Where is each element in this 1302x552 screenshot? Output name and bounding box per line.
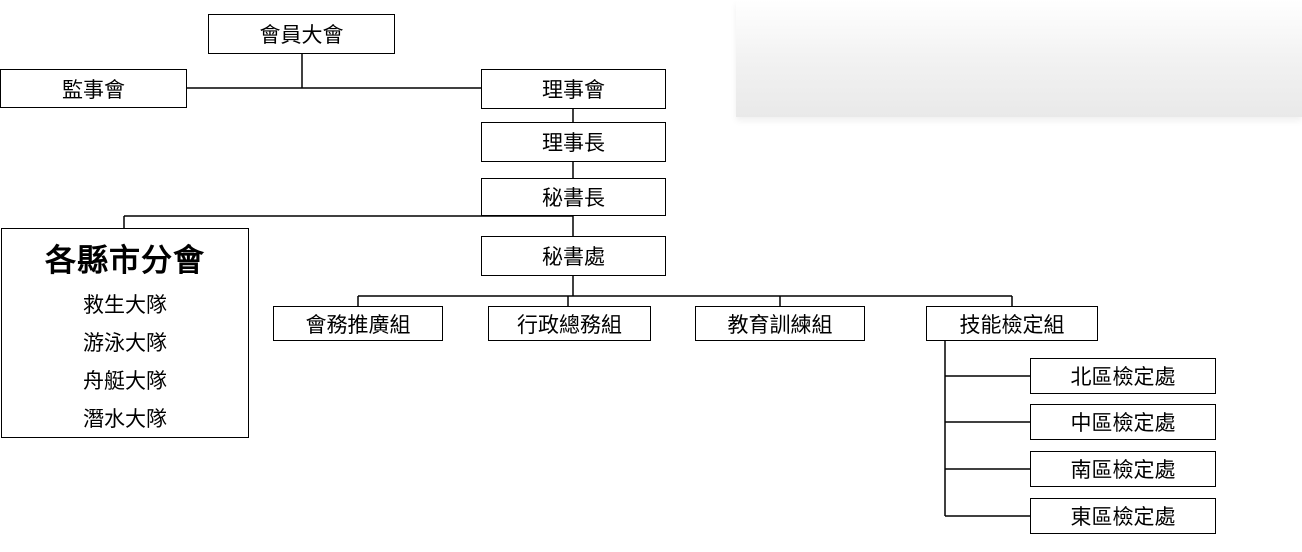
test-center-south-label: 南區檢定處 bbox=[1070, 458, 1176, 482]
test-center-east-box: 東區檢定處 bbox=[1030, 498, 1216, 534]
supervisors-label: 監事會 bbox=[62, 77, 125, 102]
branches-title: 各縣市分會 bbox=[45, 243, 205, 279]
test-center-north-box: 北區檢定處 bbox=[1030, 358, 1216, 394]
test-center-central-box: 中區檢定處 bbox=[1030, 404, 1216, 440]
test-center-central-label: 中區檢定處 bbox=[1070, 411, 1176, 435]
group-testing-label: 技能檢定組 bbox=[959, 312, 1065, 337]
general-assembly-box: 會員大會 bbox=[208, 14, 395, 54]
test-center-north-label: 北區檢定處 bbox=[1070, 365, 1176, 389]
general-assembly-label: 會員大會 bbox=[259, 23, 344, 47]
team-boating: 舟艇大隊 bbox=[83, 369, 167, 393]
secretary-general-box: 秘書長 bbox=[481, 178, 666, 216]
team-rescue: 救生大隊 bbox=[83, 293, 167, 317]
chairman-label: 理事長 bbox=[542, 131, 605, 155]
chairman-box: 理事長 bbox=[481, 122, 666, 162]
test-center-east-label: 東區檢定處 bbox=[1070, 505, 1176, 529]
group-training-label: 教育訓練組 bbox=[727, 312, 833, 337]
group-admin-label: 行政總務組 bbox=[517, 312, 622, 337]
branches-box: 各縣市分會 救生大隊 游泳大隊 舟艇大隊 潛水大隊 bbox=[1, 228, 249, 438]
secretariat-label: 秘書處 bbox=[542, 245, 605, 269]
team-diving: 潛水大隊 bbox=[83, 407, 167, 431]
secretariat-box: 秘書處 bbox=[481, 236, 666, 276]
group-training-box: 教育訓練組 bbox=[695, 306, 865, 341]
secretary-general-label: 秘書長 bbox=[542, 186, 605, 210]
background-panel bbox=[736, 0, 1302, 117]
group-promotion-label: 會務推廣組 bbox=[305, 312, 411, 337]
group-testing-box: 技能檢定組 bbox=[926, 306, 1098, 341]
group-admin-box: 行政總務組 bbox=[488, 306, 651, 341]
board-box: 理事會 bbox=[481, 69, 666, 109]
group-promotion-box: 會務推廣組 bbox=[273, 306, 443, 341]
supervisors-box: 監事會 bbox=[0, 69, 187, 108]
board-label: 理事會 bbox=[542, 78, 605, 102]
team-swimming: 游泳大隊 bbox=[83, 331, 167, 355]
test-center-south-box: 南區檢定處 bbox=[1030, 451, 1216, 487]
